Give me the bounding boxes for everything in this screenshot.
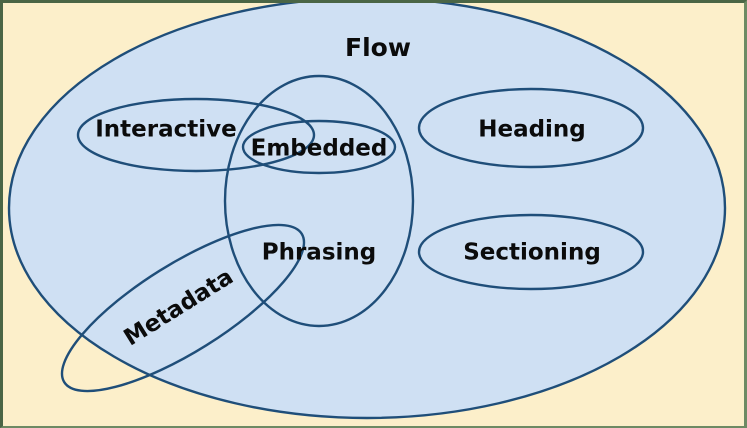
set-ellipse-embedded[interactable] — [241, 119, 397, 175]
set-label-flow: Flow — [345, 33, 411, 62]
venn-diagram-svg: Flow Interactive Phrasing Embedded Metad… — [7, 3, 727, 420]
set-label-phrasing: Phrasing — [262, 240, 377, 266]
set-ellipse-heading[interactable] — [417, 87, 645, 169]
set-ellipse-sectioning[interactable] — [417, 213, 645, 291]
set-label-heading: Heading — [478, 117, 586, 143]
set-ellipse-flow[interactable] — [7, 3, 727, 420]
set-label-interactive: Interactive — [95, 117, 237, 143]
set-label-sectioning: Sectioning — [463, 240, 601, 266]
set-ellipse-metadata[interactable] — [41, 196, 325, 419]
set-ellipse-interactive[interactable] — [76, 97, 316, 173]
set-ellipse-phrasing[interactable] — [223, 74, 415, 328]
set-label-embedded: Embedded — [251, 136, 388, 162]
